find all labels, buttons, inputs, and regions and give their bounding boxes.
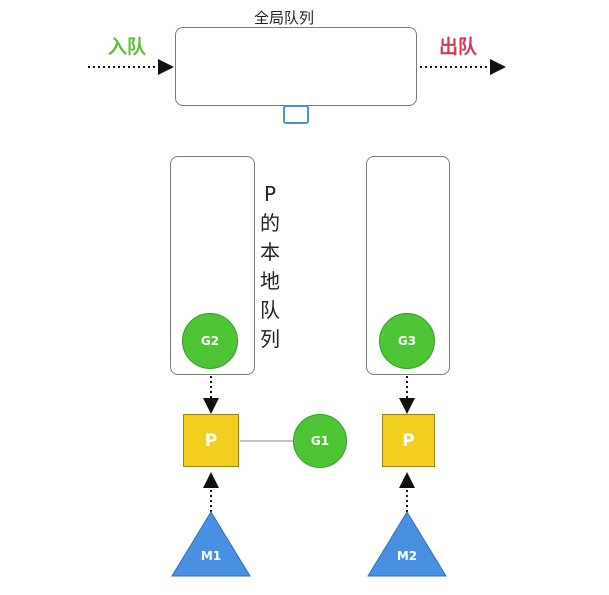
local-queue-label-char: 地 xyxy=(260,269,280,293)
goroutine-g3: G3 xyxy=(379,313,435,369)
machine-m1-label: M1 xyxy=(200,549,222,563)
machine-m2-label: M2 xyxy=(396,549,418,563)
local-queue-label-char: 本 xyxy=(260,240,280,264)
local-queue-label: P 的 本 地 队 列 xyxy=(258,180,282,354)
local-queue-label-char: 队 xyxy=(260,298,280,322)
m1-triangle xyxy=(171,511,251,577)
processor-p-right: P xyxy=(382,414,435,467)
global-queue-title: 全局队列 xyxy=(254,9,315,27)
enqueue-label: 入队 xyxy=(108,36,147,58)
dequeue-label: 出队 xyxy=(439,36,478,58)
m2-triangle xyxy=(367,511,447,577)
global-queue-box xyxy=(175,27,417,106)
local-queue-label-char: 列 xyxy=(260,327,280,351)
goroutine-g1: G1 xyxy=(293,414,347,468)
processor-p-left: P xyxy=(183,414,239,467)
goroutine-g2: G2 xyxy=(182,313,238,369)
local-queue-label-char: P xyxy=(263,182,277,206)
local-queue-label-char: 的 xyxy=(260,211,280,235)
